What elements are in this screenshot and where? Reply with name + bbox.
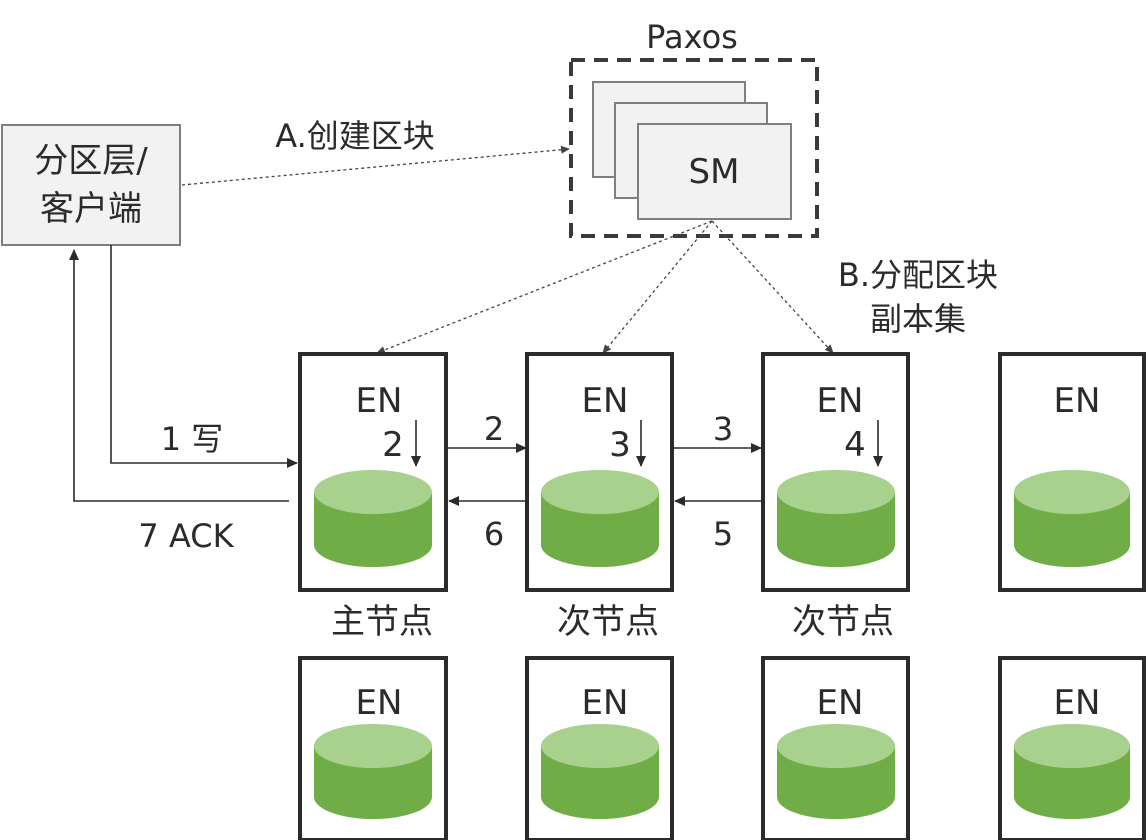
en-node-idle-row1: EN [998, 352, 1146, 592]
en-node-row2-2: EN [525, 656, 674, 840]
storage-cylinder [314, 470, 432, 567]
assign-label-line2: 副本集 [870, 300, 966, 338]
role-primary: 主节点 [331, 602, 433, 642]
storage-cylinder [541, 470, 659, 567]
client-box: 分区层/ 客户端 [1, 124, 181, 246]
step-3-internal: 3 [609, 425, 631, 465]
en-label: EN [1054, 381, 1101, 421]
en-label: EN [1054, 683, 1101, 723]
en-label: EN [582, 683, 629, 723]
step-4-internal: 4 [844, 425, 866, 465]
step-6-label: 6 [484, 515, 504, 553]
storage-cylinder [777, 724, 895, 819]
en-label: EN [817, 381, 864, 421]
step-2-internal: 2 [382, 425, 404, 465]
ack-arrow [69, 249, 289, 502]
step-3-label: 3 [713, 410, 733, 448]
write-label: 1 写 [161, 420, 224, 458]
storage-cylinder [1014, 724, 1130, 819]
assign-arrow-secondary1 [602, 220, 713, 354]
en-node-primary: EN 2 [298, 352, 448, 592]
en-node-secondary2: EN 4 [761, 352, 910, 592]
create-block-label: A.创建区块 [275, 117, 435, 155]
storage-cylinder [314, 724, 432, 819]
assign-arrow-primary [376, 220, 713, 354]
client-label-line1: 分区层/ [34, 141, 148, 181]
en-label: EN [356, 381, 403, 421]
paxos-group: Paxos SM [569, 18, 819, 238]
storage-cylinder [1014, 470, 1130, 567]
role-secondary-1: 次节点 [557, 602, 659, 642]
client-label-line2: 客户端 [40, 189, 142, 229]
en-node-secondary1: EN 3 [525, 352, 674, 592]
create-arrow [181, 145, 570, 186]
en-node-row2-3: EN [761, 656, 910, 840]
en-label: EN [817, 683, 864, 723]
en-label: EN [356, 683, 403, 723]
ack-label: 7 ACK [138, 517, 234, 555]
write-arrow [110, 245, 298, 468]
en-node-row2-1: EN [298, 656, 448, 840]
storage-cylinder [777, 470, 895, 567]
assign-label-line1: B.分配区块 [838, 256, 998, 294]
step-5-label: 5 [713, 515, 733, 553]
role-secondary-2: 次节点 [792, 602, 894, 642]
en-label: EN [582, 381, 629, 421]
step-2-label: 2 [484, 410, 504, 448]
en-node-row2-4: EN [998, 656, 1146, 840]
storage-cylinder [541, 724, 659, 819]
sm-label: SM [689, 152, 740, 192]
paxos-title: Paxos [646, 18, 738, 56]
assign-arrow-secondary2 [711, 220, 834, 354]
